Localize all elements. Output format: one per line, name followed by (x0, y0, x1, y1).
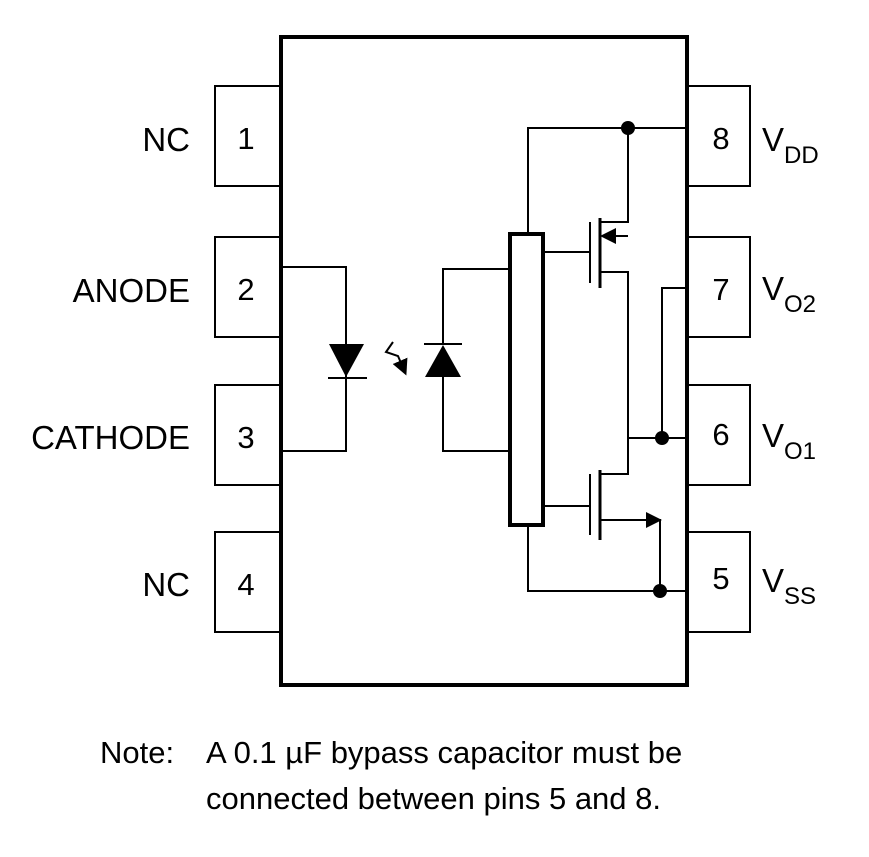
pin-5-name-main: V (762, 562, 784, 599)
pin-6-number: 6 (712, 417, 729, 452)
pin-7-name-main: V (762, 270, 784, 307)
pin-8-name-sub: DD (784, 142, 819, 169)
pin-5-number: 5 (712, 561, 729, 596)
pin-1-box (214, 85, 282, 187)
pin-1-name: NC (142, 121, 190, 158)
pmos-source-wire (600, 128, 629, 223)
pin-6-name: VO1 (762, 417, 816, 465)
nmos-drain-wire (600, 438, 629, 475)
junction-dot-vss (653, 584, 667, 598)
pin-6-name-main: V (762, 417, 784, 454)
optocoupler-pinout-diagram: 1 2 3 4 NC ANODE CATHODE NC 8 7 6 5 VDD … (31, 35, 819, 687)
vo2-link-wire (661, 287, 686, 438)
pin-7-name-sub: O2 (784, 291, 816, 318)
pin-4-number: 4 (237, 567, 254, 602)
nmos-source-wire (600, 519, 661, 591)
junction-dot-vdd (621, 121, 635, 135)
pin-4-name: NC (142, 566, 190, 603)
note-prefix: Note: (100, 735, 175, 770)
photodiode-bottom-wire (442, 376, 510, 452)
pin-6-name-sub: O1 (784, 438, 816, 465)
photodiode-icon (425, 345, 461, 377)
pin-8-name: VDD (762, 121, 819, 169)
bypass-capacitor-note: Note: A 0.1 µF bypass capacitor must be … (100, 730, 682, 822)
junction-dot-vo1 (655, 431, 669, 445)
pin-1-number: 1 (237, 121, 254, 156)
pin-3-number: 3 (237, 420, 254, 455)
note-line-2: connected between pins 5 and 8. (206, 781, 662, 816)
pin-5-name: VSS (762, 562, 816, 610)
pin-8-number: 8 (712, 121, 729, 156)
pin-7-name: VO2 (762, 270, 816, 318)
vss-rail-wire (527, 525, 686, 592)
pin-3-name: CATHODE (31, 419, 190, 456)
photodiode-top-wire (442, 268, 510, 344)
pin-3-box (214, 384, 282, 486)
pin-2-number: 2 (237, 272, 254, 307)
pin-2-name: ANODE (73, 272, 190, 309)
photodiode-circuit (424, 268, 510, 452)
pin-7-number: 7 (712, 272, 729, 307)
note-line-1: A 0.1 µF bypass capacitor must be (206, 735, 683, 770)
light-emission-icon (384, 341, 408, 376)
pin-8-name-main: V (762, 121, 784, 158)
pin-6-box (685, 384, 751, 486)
pin-8-box (685, 85, 751, 187)
pin-2-box (214, 236, 282, 338)
pin-boxes-left (214, 85, 282, 633)
package-body (279, 35, 689, 687)
pin-boxes-right (685, 85, 751, 633)
led-diode-icon (329, 344, 364, 377)
pin-5-name-sub: SS (784, 583, 816, 610)
amplifier-block (508, 232, 545, 527)
